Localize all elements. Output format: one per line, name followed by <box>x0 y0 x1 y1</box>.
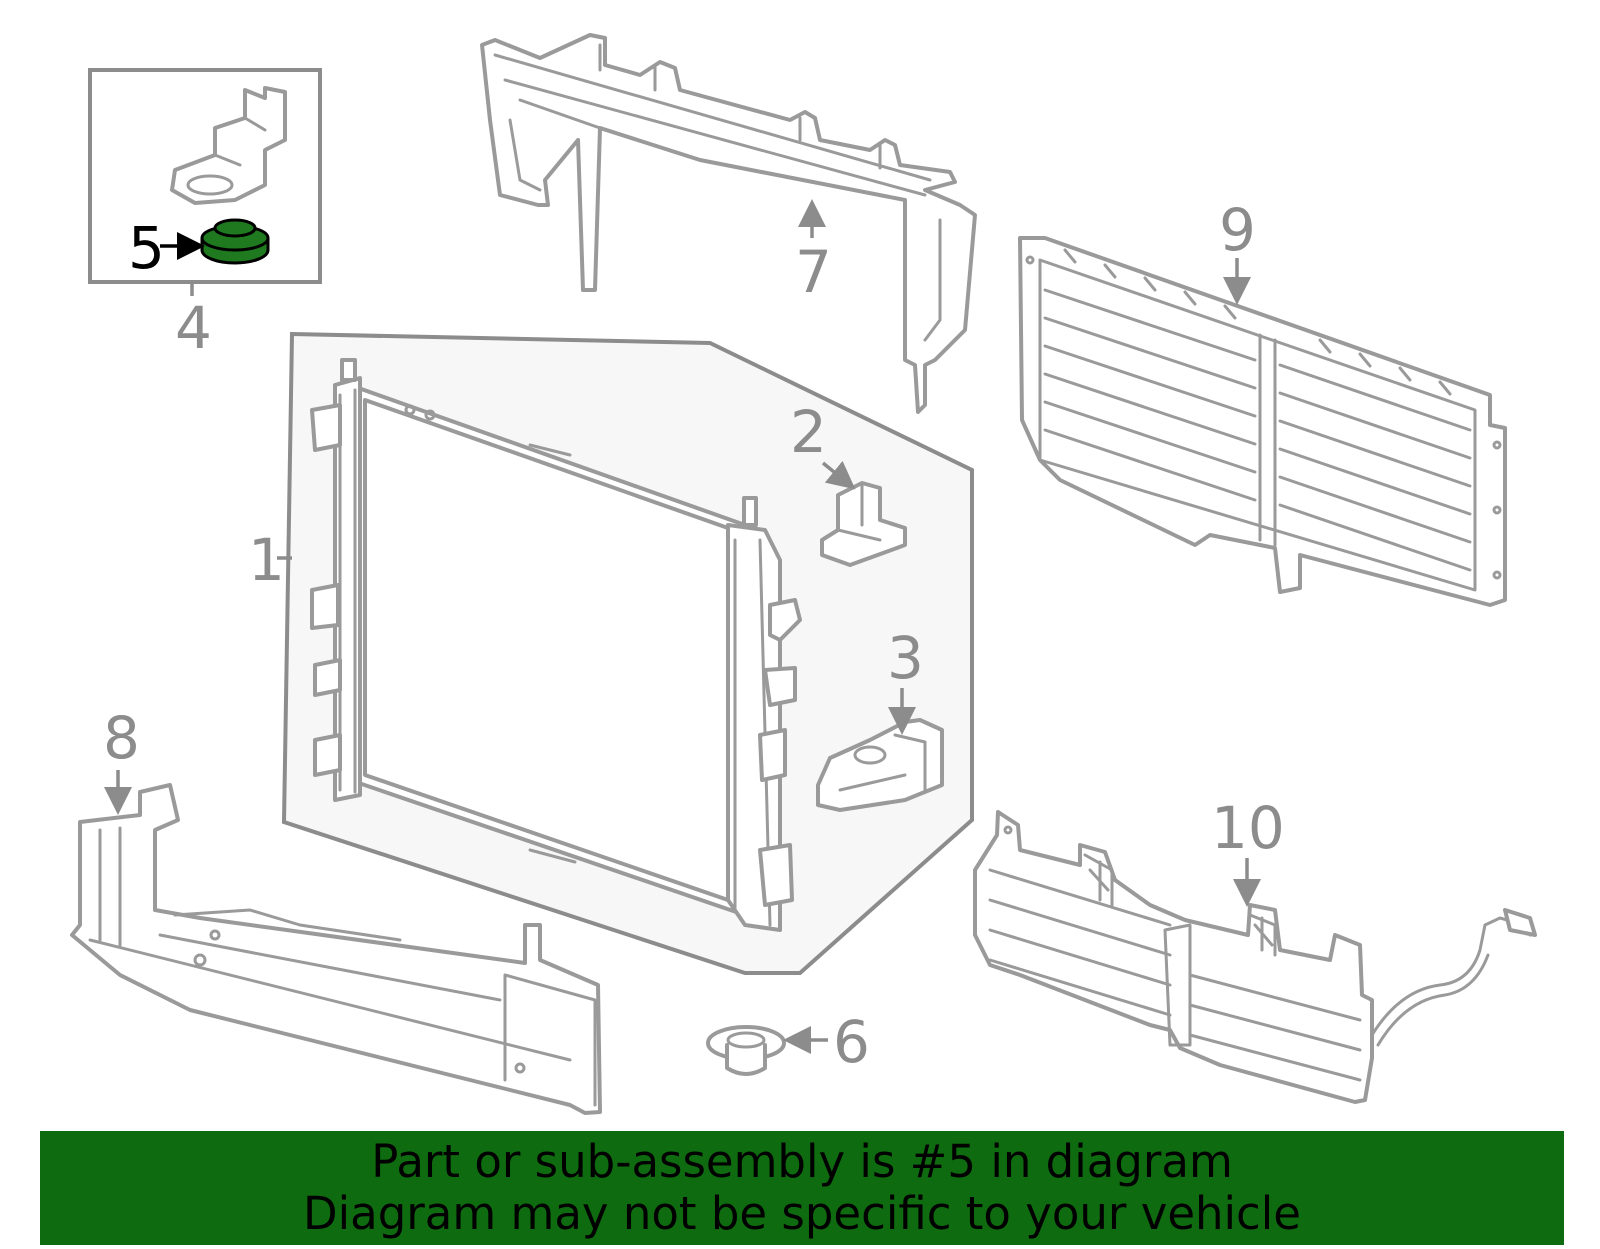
part-5-grommet-highlighted[interactable] <box>160 218 270 265</box>
banner-line-part-info: Part or sub-assembly is #5 in diagram <box>371 1135 1233 1188</box>
part-8-lower-air-deflector[interactable] <box>70 770 602 1115</box>
info-banner: Part or sub-assembly is #5 in diagram Di… <box>40 1131 1564 1245</box>
callout-3: 3 <box>887 624 924 692</box>
part-4-bracket-inset[interactable] <box>88 68 322 296</box>
callout-8: 8 <box>103 704 140 772</box>
part-7-upper-tie-bar[interactable] <box>480 33 977 414</box>
callout-7: 7 <box>795 238 832 306</box>
callout-6: 6 <box>833 1008 870 1076</box>
callout-5: 5 <box>128 214 165 282</box>
parts-diagram: 1 2 3 4 5 6 7 8 9 10 <box>70 33 1537 1115</box>
callout-2: 2 <box>790 398 827 466</box>
part-10-lower-shutter-assembly[interactable] <box>973 810 1537 1104</box>
banner-line-disclaimer: Diagram may not be specific to your vehi… <box>303 1187 1301 1240</box>
part-6-grommet[interactable] <box>706 1025 828 1076</box>
part-3-side-bracket[interactable] <box>816 688 944 812</box>
callout-1: 1 <box>248 526 285 594</box>
callout-4: 4 <box>175 294 212 362</box>
part-1-radiator-group[interactable] <box>277 331 974 975</box>
part-9-air-shutter[interactable] <box>1018 236 1507 607</box>
callout-9: 9 <box>1219 196 1256 264</box>
part-2-mount-bracket[interactable] <box>820 460 907 567</box>
callout-10: 10 <box>1211 794 1285 862</box>
